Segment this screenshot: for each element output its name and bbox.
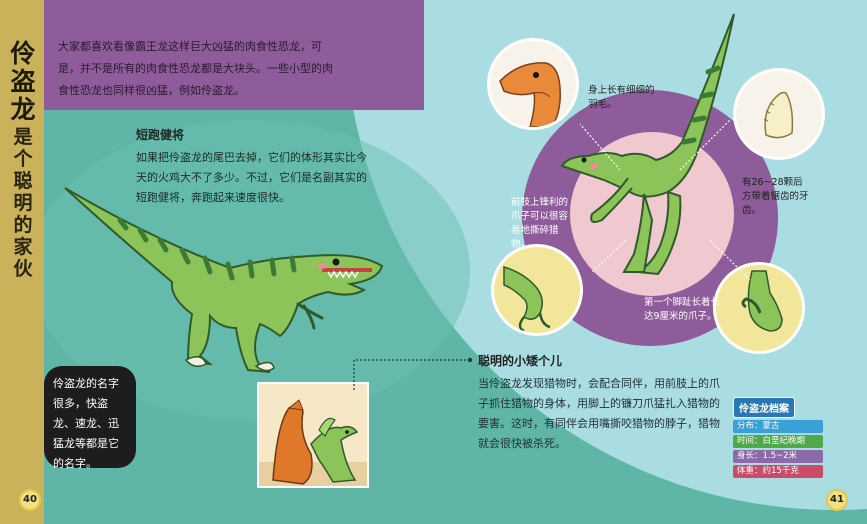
profile-row-length: 身长：1.5~2米: [733, 450, 823, 463]
profile-row-period: 时间：白垩纪晚期: [733, 435, 823, 448]
foot-claw-detail: [713, 262, 805, 354]
hand-claw-detail: [491, 244, 583, 336]
profile-title: 伶盗龙档案: [733, 397, 795, 418]
page-number-left: 40: [19, 489, 41, 511]
tooth-detail: [733, 68, 825, 160]
page-title: 伶盗龙 是个聪明的家伙: [8, 39, 38, 281]
page-number-right: 41: [826, 489, 848, 511]
tooth-icon: [763, 91, 794, 139]
hand-claw-icon: [503, 265, 551, 333]
feathered-head-icon: [499, 62, 561, 127]
anatomy-callout-arrows: [579, 119, 751, 281]
section-title-smart: 聪明的小矮个儿: [478, 354, 563, 368]
hunting-comic-panel: [257, 382, 369, 488]
name-fact-box: 伶盗龙的名字很多，快盗龙、速龙、迅猛龙等都是它的名字。: [44, 366, 136, 470]
section-text-sprinter: 如果把伶盗龙的尾巴去掉，它们的体形其实比今天的火鸡大不了多少。不过，它们是名副其…: [136, 151, 367, 204]
hunting-scene-illustration: [259, 384, 367, 486]
callout-teeth: 有26~28颗后方带着锯齿的牙齿。: [742, 177, 809, 216]
intro-paragraph: 大家都喜欢看像霸王龙这样巨大凶猛的肉食性恐龙，可是，并不是所有的肉食性恐龙都是大…: [58, 40, 333, 97]
purple-header-band: [44, 0, 424, 110]
head-feathers-detail: [487, 38, 579, 130]
title-sub: 是个聪明的家伙: [13, 126, 33, 280]
callout-feathers: 身上长有细细的羽毛。: [588, 85, 655, 110]
callout-claws: 前肢上锋利的爪子可以很容易地撕碎猎物。: [511, 197, 569, 250]
section-title-sprinter: 短跑健将: [136, 128, 185, 142]
profile-row-weight: 体重：约15千克: [733, 465, 823, 478]
section-connector-line: [353, 357, 473, 390]
anatomy-velociraptor: [560, 13, 735, 276]
velociraptor-illustration: [64, 187, 384, 373]
profile-row-distribution: 分布：蒙古: [733, 420, 823, 433]
title-main: 伶盗龙: [10, 39, 36, 124]
section-text-smart: 当伶盗龙发现猎物时，会配合同伴，用前肢上的爪子抓住猎物的身体，用脚上的镰刀爪猛扎…: [478, 377, 720, 450]
sickle-claw-icon: [741, 270, 783, 332]
callout-toe: 第一个脚趾长着长达9厘米的爪子。: [644, 297, 721, 322]
dinosaur-profile-card: 伶盗龙档案 分布：蒙古 时间：白垩纪晚期 身长：1.5~2米 体重：约15千克: [733, 397, 823, 478]
book-spine: [0, 0, 44, 524]
